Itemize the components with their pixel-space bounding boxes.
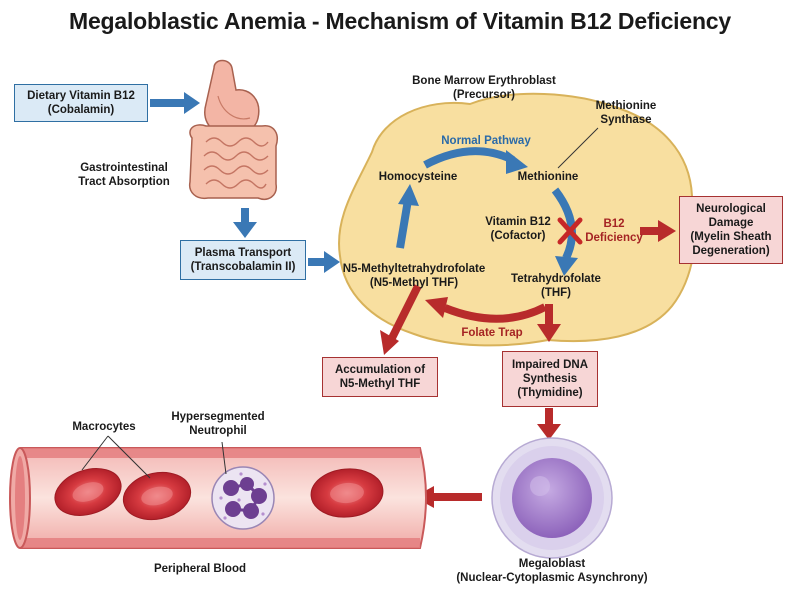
red-blood-cell-icon	[54, 468, 122, 516]
arrow-dna-to-megaloblast	[537, 408, 561, 440]
bone-marrow-cell	[338, 92, 697, 347]
gi-tract-label: Gastrointestinal Tract Absorption	[78, 162, 170, 188]
red-blood-cell-icon	[310, 468, 384, 518]
arrow-n5-to-homocysteine	[396, 199, 412, 249]
vitamin-b12-cofactor-label: Vitamin B12 (Cofactor)	[485, 216, 551, 242]
megaloblast-icon	[491, 437, 613, 559]
megaloblast-label: Megaloblast (Nuclear-Cytoplasmic Asynchr…	[456, 558, 648, 584]
arrow-to-dna	[537, 304, 561, 342]
accumulation-n5-methyl-thf-box: Accumulation of N5-Methyl THF	[322, 357, 438, 397]
hypersegmented-neutrophil-label: Hypersegmented Neutrophil	[171, 411, 265, 437]
arrow-to-accumulation	[380, 284, 422, 355]
macrocytes-label: Macrocytes	[72, 421, 136, 433]
homocysteine-label: Homocysteine	[378, 171, 458, 183]
stomach-intestine-icon	[188, 59, 278, 200]
methionine-label: Methionine	[517, 171, 579, 183]
arrow-to-neurological	[640, 220, 676, 242]
dietary-vitamin-b12-box: Dietary Vitamin B12 (Cobalamin)	[14, 84, 148, 122]
arrow-normal-pathway	[423, 147, 515, 169]
methionine-synthase-label: Methionine Synthase	[595, 100, 657, 126]
peripheral-blood-label: Peripheral Blood	[153, 563, 247, 575]
page-title: Megaloblastic Anemia - Mechanism of Vita…	[69, 8, 731, 34]
neutrophil-icon	[211, 466, 275, 530]
b12-deficiency-label: B12 Deficiency	[585, 218, 643, 244]
arrow-dietary-to-gi	[150, 92, 200, 114]
arrow-plasma-to-marrow	[308, 251, 340, 273]
bone-marrow-label: Bone Marrow Erythroblast (Precursor)	[412, 75, 556, 101]
impaired-dna-synthesis-box: Impaired DNA Synthesis (Thymidine)	[502, 351, 598, 407]
red-x-icon	[557, 217, 583, 245]
neurological-damage-box: Neurological Damage (Myelin Sheath Degen…	[679, 196, 783, 264]
red-blood-cell-icon	[122, 471, 192, 521]
arrow-folate-trap	[443, 303, 547, 323]
n5-methyltetrahydrofolate-label: N5-Methyltetrahydrofolate (N5-Methyl THF…	[342, 263, 486, 289]
arrow-methionine-to-thf	[551, 187, 576, 260]
normal-pathway-label: Normal Pathway	[441, 135, 531, 147]
tetrahydrofolate-label: Tetrahydrofolate (THF)	[511, 273, 601, 299]
plasma-transport-box: Plasma Transport (Transcobalamin II)	[180, 240, 306, 280]
folate-trap-label: Folate Trap	[461, 327, 523, 339]
arrow-gi-to-plasma	[233, 208, 257, 238]
